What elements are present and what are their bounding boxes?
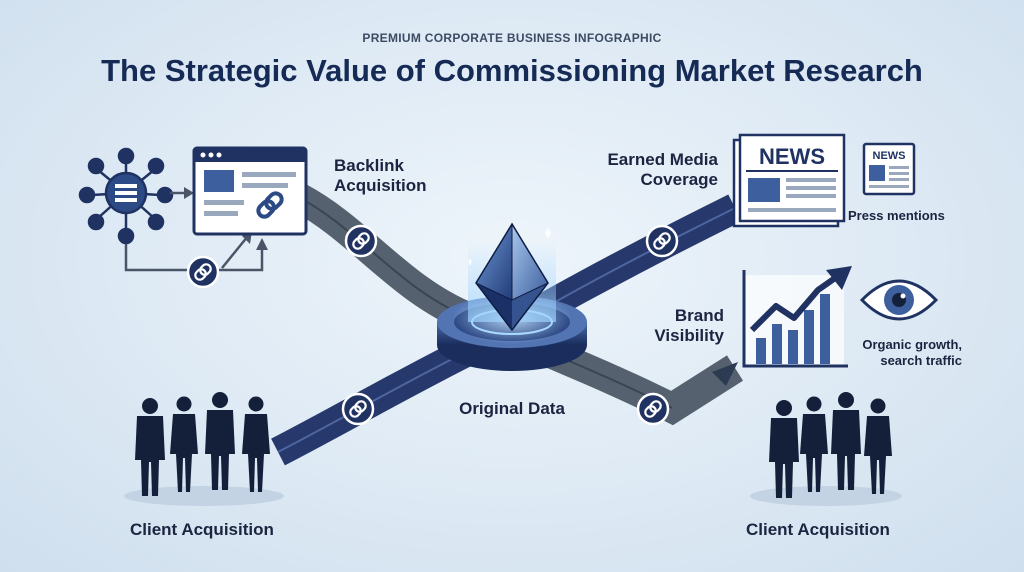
earned-media-label-line2: Coverage — [640, 170, 718, 190]
original-data-hub — [437, 222, 587, 371]
organic-growth-label: Organic growth, search traffic — [852, 337, 962, 368]
growth-chart-icon — [742, 266, 852, 368]
browser-window-icon — [192, 146, 308, 236]
overline-label: PREMIUM CORPORATE BUSINESS INFOGRAPHIC — [362, 31, 662, 45]
arrowhead-right — [712, 362, 738, 386]
brand-label-line2: Visibility — [654, 326, 724, 346]
business-people-icon-left — [124, 392, 284, 506]
newspaper-small-icon: NEWS — [862, 142, 916, 196]
brand-visibility-label: Brand Visibility — [620, 306, 724, 347]
chain-link-icon — [344, 224, 378, 258]
network-hub-icon — [78, 147, 174, 245]
backlink-acquisition-label: Backlink Acquisition — [334, 156, 427, 197]
client-acquisition-right-label: Client Acquisition — [746, 520, 890, 539]
crystal-diamond-icon — [475, 222, 549, 332]
press-mentions-label: Press mentions — [848, 208, 945, 223]
chain-link-icon — [636, 392, 670, 426]
client-acquisition-left-label: Client Acquisition — [130, 520, 274, 539]
chain-link-icon — [186, 255, 220, 289]
business-people-icon-right — [750, 392, 902, 506]
earned-media-label: Earned Media Coverage — [598, 150, 718, 191]
earned-media-label-line1: Earned Media — [607, 150, 718, 169]
brand-label-line1: Brand — [674, 306, 724, 325]
chain-link-icon — [341, 392, 375, 426]
eye-icon — [859, 279, 939, 321]
organic-label-line1: Organic growth, — [862, 337, 962, 352]
page-title: The Strategic Value of Commissioning Mar… — [101, 53, 923, 88]
original-data-label: Original Data — [459, 399, 565, 418]
backlink-label-line2: Acquisition — [334, 176, 427, 196]
backlink-label-line1: Backlink — [334, 156, 404, 175]
chain-link-icon — [645, 224, 679, 258]
newspaper-small-masthead: NEWS — [873, 150, 906, 162]
chain-link-icon — [256, 191, 284, 219]
organic-label-line2: search traffic — [880, 352, 962, 368]
newspaper-icon: NEWS — [732, 133, 846, 228]
newspaper-masthead: NEWS — [759, 144, 825, 169]
